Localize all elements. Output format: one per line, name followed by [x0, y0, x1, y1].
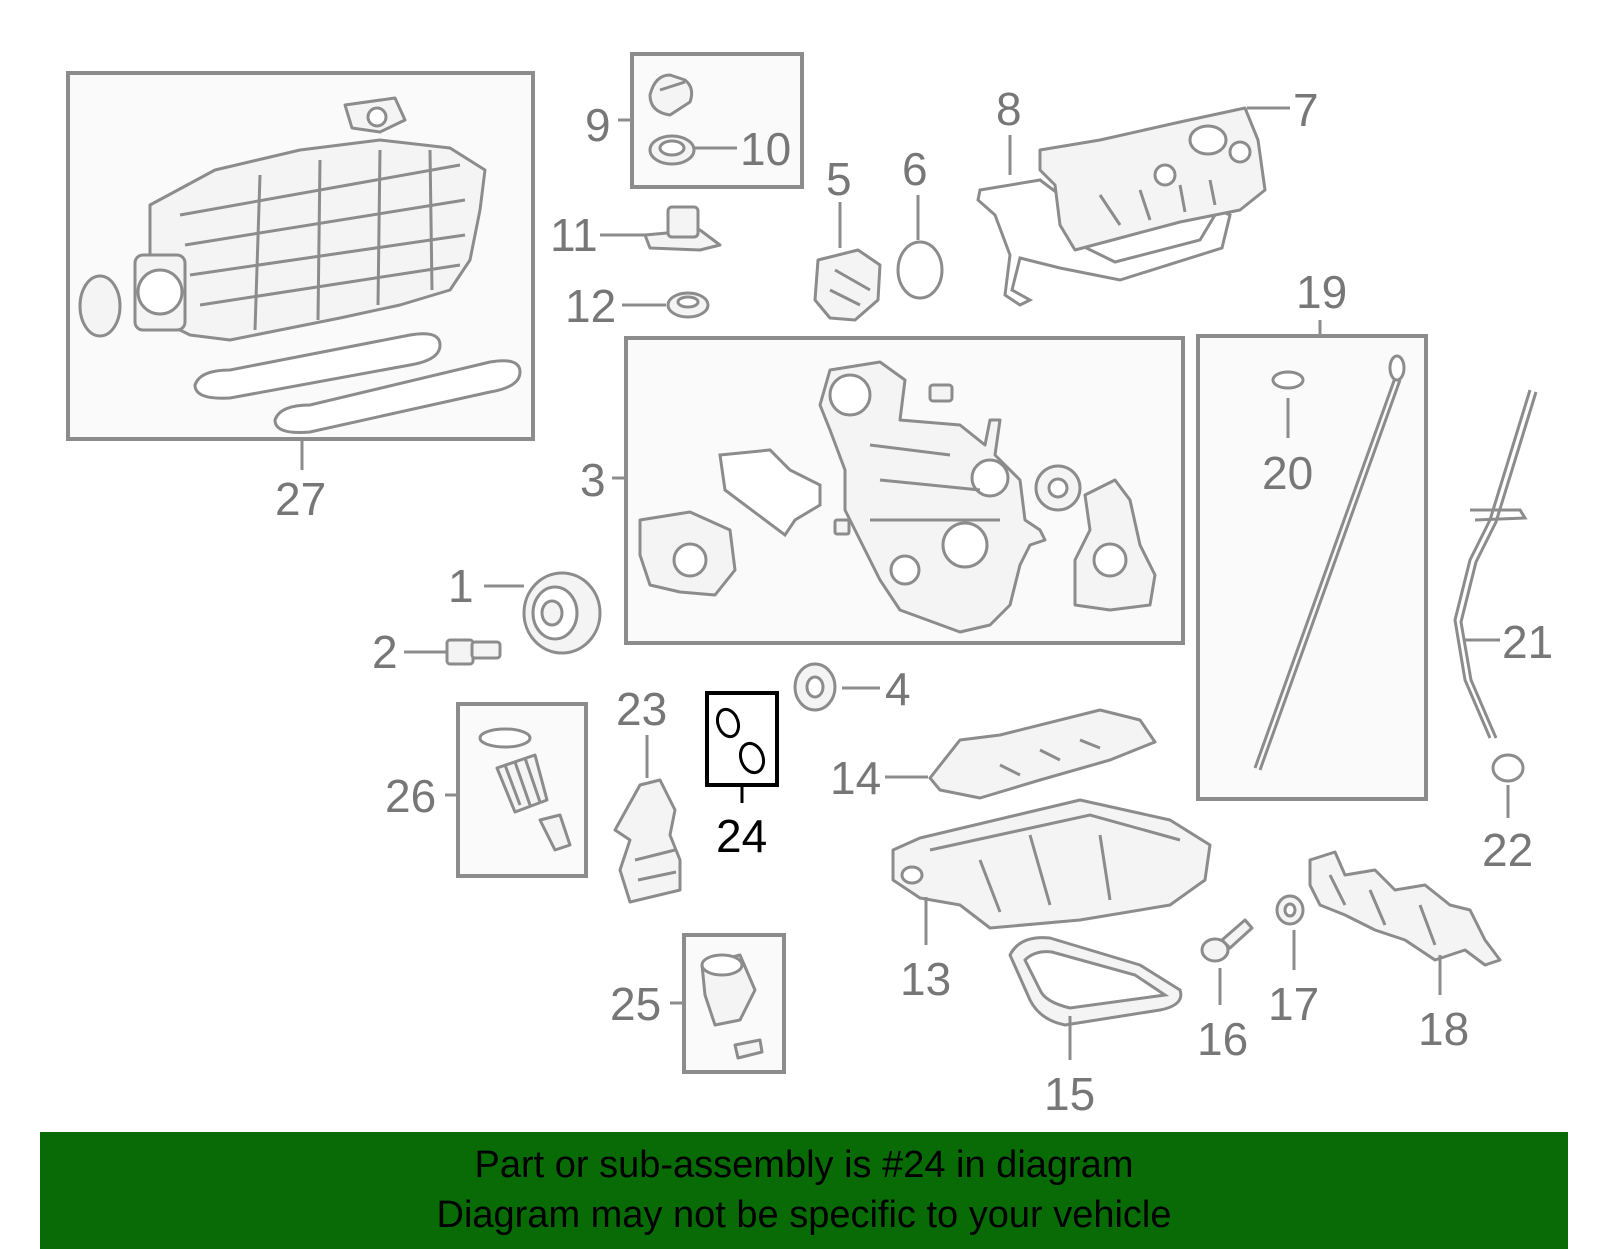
- upper-oil-pan-part[interactable]: [891, 798, 1212, 930]
- callout-10: 10: [740, 123, 791, 175]
- water-pump-part[interactable]: [638, 510, 737, 597]
- timing-chain-guide-part[interactable]: [1073, 478, 1157, 612]
- intake-manifold-part[interactable]: [133, 96, 487, 342]
- filter-o-ring-part[interactable]: [478, 727, 532, 749]
- banner-line-1: Part or sub-assembly is #24 in diagram: [474, 1144, 1134, 1186]
- info-banner: Part or sub-assembly is #24 in diagram D…: [40, 1132, 1568, 1249]
- filter-cap-part[interactable]: [700, 953, 764, 1060]
- pulley-bolt-part[interactable]: [445, 638, 502, 666]
- callout-23: 23: [616, 683, 667, 735]
- callout-26: 26: [385, 770, 436, 822]
- timing-dowel-part[interactable]: [928, 383, 954, 403]
- tube-o-ring-part[interactable]: [1491, 753, 1525, 783]
- crankshaft-pulley-part[interactable]: [522, 571, 602, 655]
- front-seal-part[interactable]: [793, 662, 837, 712]
- oil-pump-part[interactable]: [813, 248, 882, 322]
- callout-14: 14: [830, 752, 881, 804]
- water-pump-gasket-part[interactable]: [718, 448, 822, 538]
- drain-plug-bolt-part[interactable]: [1200, 918, 1254, 963]
- callout-4: 4: [885, 663, 911, 715]
- callout-15: 15: [1044, 1068, 1095, 1120]
- callout-1: 1: [448, 560, 474, 612]
- callout-9: 9: [585, 99, 611, 151]
- callout-20: 20: [1262, 447, 1313, 499]
- dipstick-tube-part[interactable]: [1453, 389, 1538, 739]
- callout-8: 8: [996, 83, 1022, 135]
- pan-bracket-part[interactable]: [1308, 850, 1502, 967]
- valve-cover-part[interactable]: [1038, 106, 1267, 252]
- banner-line-2: Diagram may not be specific to your vehi…: [436, 1194, 1172, 1236]
- callout-13: 13: [900, 953, 951, 1005]
- callout-19: 19: [1296, 266, 1347, 318]
- timing-bolt-part[interactable]: [833, 518, 851, 536]
- oil-filter-bracket-part[interactable]: [613, 778, 682, 904]
- callout-5: 5: [826, 153, 852, 205]
- callout-3: 3: [580, 454, 606, 506]
- callout-21: 21: [1502, 616, 1553, 668]
- callout-16: 16: [1197, 1013, 1248, 1065]
- callout-17: 17: [1268, 978, 1319, 1030]
- callout-27: 27: [275, 473, 326, 525]
- oil-filter-element-part[interactable]: [495, 753, 549, 814]
- dipstick-o-ring-part[interactable]: [1271, 370, 1305, 390]
- throttle-gasket-part[interactable]: [78, 274, 122, 338]
- callout-22: 22: [1482, 824, 1533, 876]
- filler-cap-gasket-part[interactable]: [648, 134, 696, 166]
- intake-gasket-part[interactable]: [193, 332, 522, 434]
- group-box-24: [705, 691, 779, 787]
- drain-washer-part[interactable]: [1275, 894, 1305, 926]
- callout-7: 7: [1293, 84, 1319, 136]
- timing-cover-part[interactable]: [818, 360, 1047, 634]
- lower-oil-pan-part[interactable]: [1008, 936, 1183, 1027]
- o-ring-set-part[interactable]: [714, 706, 768, 775]
- callout-12: 12: [565, 280, 616, 332]
- callout-24: 24: [716, 810, 767, 862]
- oil-pan-baffle-part[interactable]: [928, 708, 1157, 800]
- oil-filler-cap-part[interactable]: [648, 73, 694, 117]
- callout-6: 6: [902, 143, 928, 195]
- grommet-part[interactable]: [666, 291, 710, 319]
- timing-sprocket-part[interactable]: [1034, 464, 1082, 512]
- callout-11: 11: [550, 209, 598, 261]
- callout-25: 25: [610, 978, 661, 1030]
- drain-plug-part[interactable]: [538, 813, 572, 852]
- breather-part[interactable]: [643, 205, 722, 252]
- dipstick-part[interactable]: [1253, 354, 1406, 771]
- oil-pump-seal-part[interactable]: [896, 240, 944, 300]
- callout-18: 18: [1418, 1003, 1469, 1055]
- callout-2: 2: [372, 626, 398, 678]
